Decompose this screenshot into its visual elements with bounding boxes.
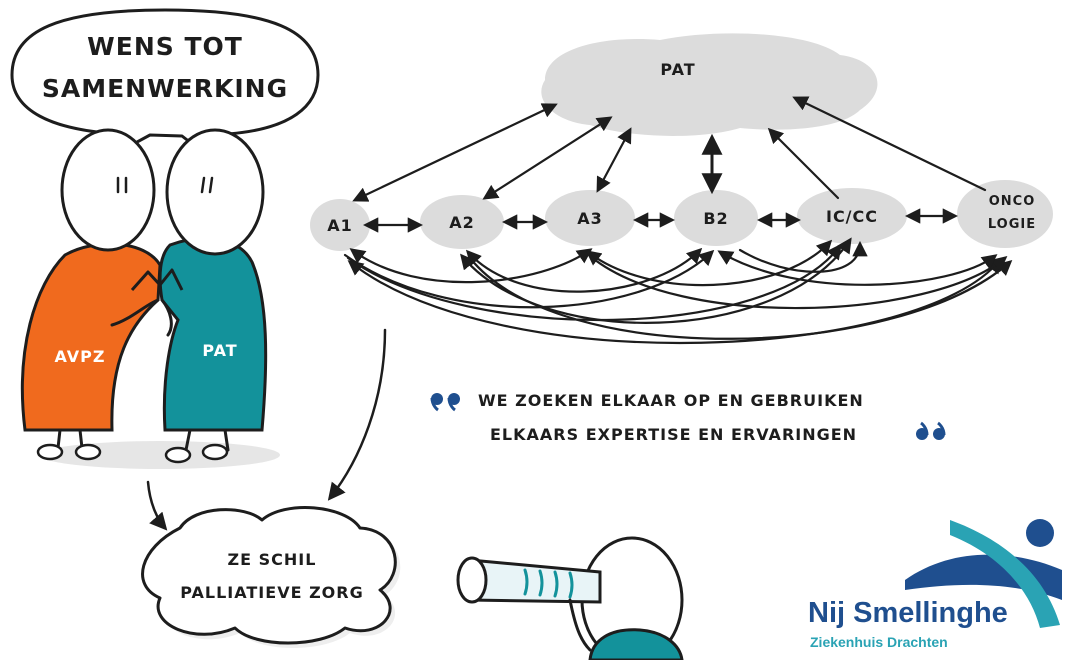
cloud-line-1: ZE SCHIL bbox=[228, 550, 317, 569]
bubble-line-1: WENS TOT bbox=[87, 32, 243, 61]
network-labels: PAT A1 A2 A3 B2 IC/CC ONCO LOGIE bbox=[327, 60, 1036, 235]
bottom-cloud: ZE SCHIL PALLIATIEVE ZORG bbox=[141, 506, 401, 648]
pat-head bbox=[165, 128, 265, 256]
pat-figure-label: PAT bbox=[202, 341, 237, 360]
open-quote-icon bbox=[430, 393, 460, 412]
network-arrows bbox=[343, 96, 1013, 345]
node-onco-line-1: ONCO bbox=[989, 194, 1036, 209]
bubble-line-2: SAMENWERKING bbox=[42, 74, 288, 103]
node-a2: A2 bbox=[449, 213, 475, 232]
pat-body bbox=[158, 236, 268, 432]
cloud-a3 bbox=[545, 190, 635, 246]
quote: WE ZOEKEN ELKAAR OP EN GEBRUIKEN ELKAARS… bbox=[430, 391, 946, 444]
pat-top-label: PAT bbox=[660, 60, 695, 79]
node-a3: A3 bbox=[577, 209, 603, 228]
node-iccc: IC/CC bbox=[826, 207, 878, 226]
node-onco-line-2: LOGIE bbox=[988, 217, 1036, 232]
cloud-a1 bbox=[310, 199, 370, 251]
logo-dot-icon bbox=[1026, 519, 1054, 547]
telescope-icon bbox=[468, 558, 602, 604]
cloud-b2 bbox=[674, 190, 758, 246]
cloud-iccc bbox=[797, 188, 907, 244]
hospital-logo: Nij Smellinghe Ziekenhuis Drachten bbox=[808, 519, 1062, 650]
avpz-head bbox=[60, 128, 156, 252]
avpz-body bbox=[20, 242, 162, 432]
avpz-label: AVPZ bbox=[54, 347, 105, 366]
logo-subtitle: Ziekenhuis Drachten bbox=[810, 634, 948, 650]
quote-line-2: ELKAARS EXPERTISE EN ERVARINGEN bbox=[490, 425, 857, 444]
speech-bubble: WENS TOT SAMENWERKING bbox=[10, 8, 320, 152]
pat-top-cloud bbox=[541, 33, 878, 136]
telescope-figure bbox=[456, 536, 684, 660]
flow-arrows bbox=[146, 328, 387, 531]
cloud-a2 bbox=[420, 195, 504, 249]
network-clouds bbox=[310, 33, 1053, 251]
node-b2: B2 bbox=[703, 209, 728, 228]
logo-arc-teal bbox=[950, 520, 1060, 628]
figures: AVPZ PAT bbox=[20, 128, 280, 469]
telescope-figure-body bbox=[588, 628, 684, 660]
quote-line-1: WE ZOEKEN ELKAAR OP EN GEBRUIKEN bbox=[478, 391, 864, 410]
close-quote-icon bbox=[916, 421, 946, 440]
cloud-onco bbox=[957, 180, 1053, 248]
logo-name: Nij Smellinghe bbox=[808, 597, 1008, 629]
node-a1: A1 bbox=[327, 216, 353, 235]
cloud-line-2: PALLIATIEVE ZORG bbox=[180, 583, 363, 602]
